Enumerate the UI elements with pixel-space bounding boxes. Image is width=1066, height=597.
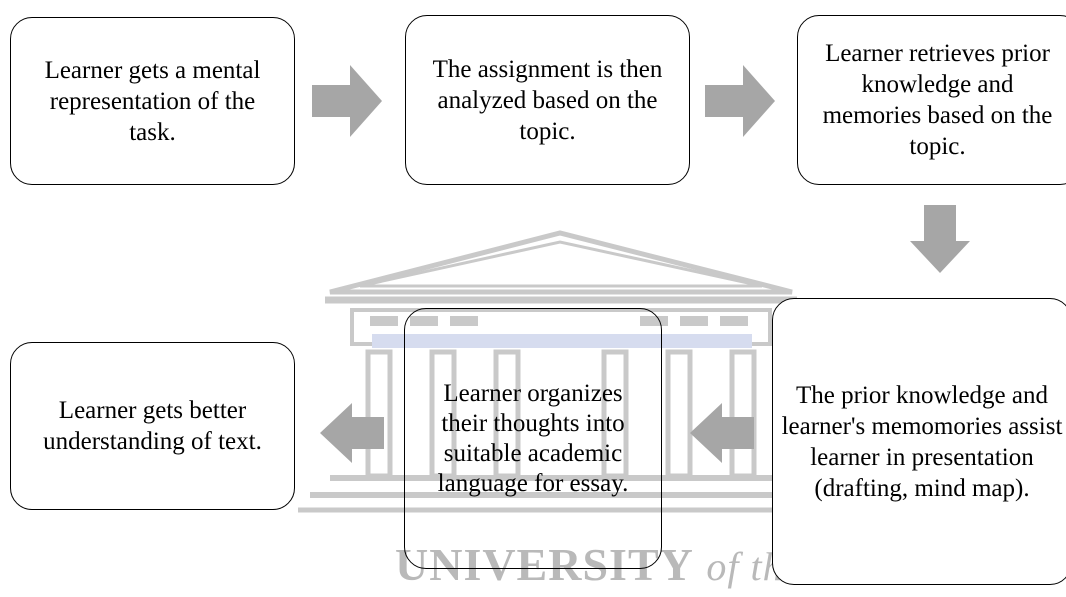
step-2-text: The assignment is then analyzed based on…: [432, 55, 663, 145]
step-3-box: Learner retrieves prior knowledge and me…: [797, 15, 1066, 185]
step-6-box: Learner gets better understanding of tex…: [10, 342, 295, 510]
step-4-text: The prior knowledge and learner's memomo…: [781, 381, 1063, 502]
step-4-box: The prior knowledge and learner's memomo…: [772, 298, 1066, 585]
arrow-left-1-icon: [690, 403, 754, 463]
step-3-text: Learner retrieves prior knowledge and me…: [822, 40, 1053, 160]
arrow-right-1-icon: [312, 65, 382, 137]
arrow-left-2-icon: [320, 403, 384, 463]
step-5-box: Learner organizes their thoughts into su…: [404, 308, 662, 569]
step-6-text: Learner gets better understanding of tex…: [43, 397, 262, 455]
step-1-box: Learner gets a mental representation of …: [10, 17, 295, 185]
step-5-text: Learner organizes their thoughts into su…: [437, 379, 629, 497]
arrow-down-icon: [910, 205, 970, 273]
arrow-right-2-icon: [705, 65, 775, 137]
step-2-box: The assignment is then analyzed based on…: [405, 15, 690, 185]
step-1-text: Learner gets a mental representation of …: [44, 56, 261, 146]
